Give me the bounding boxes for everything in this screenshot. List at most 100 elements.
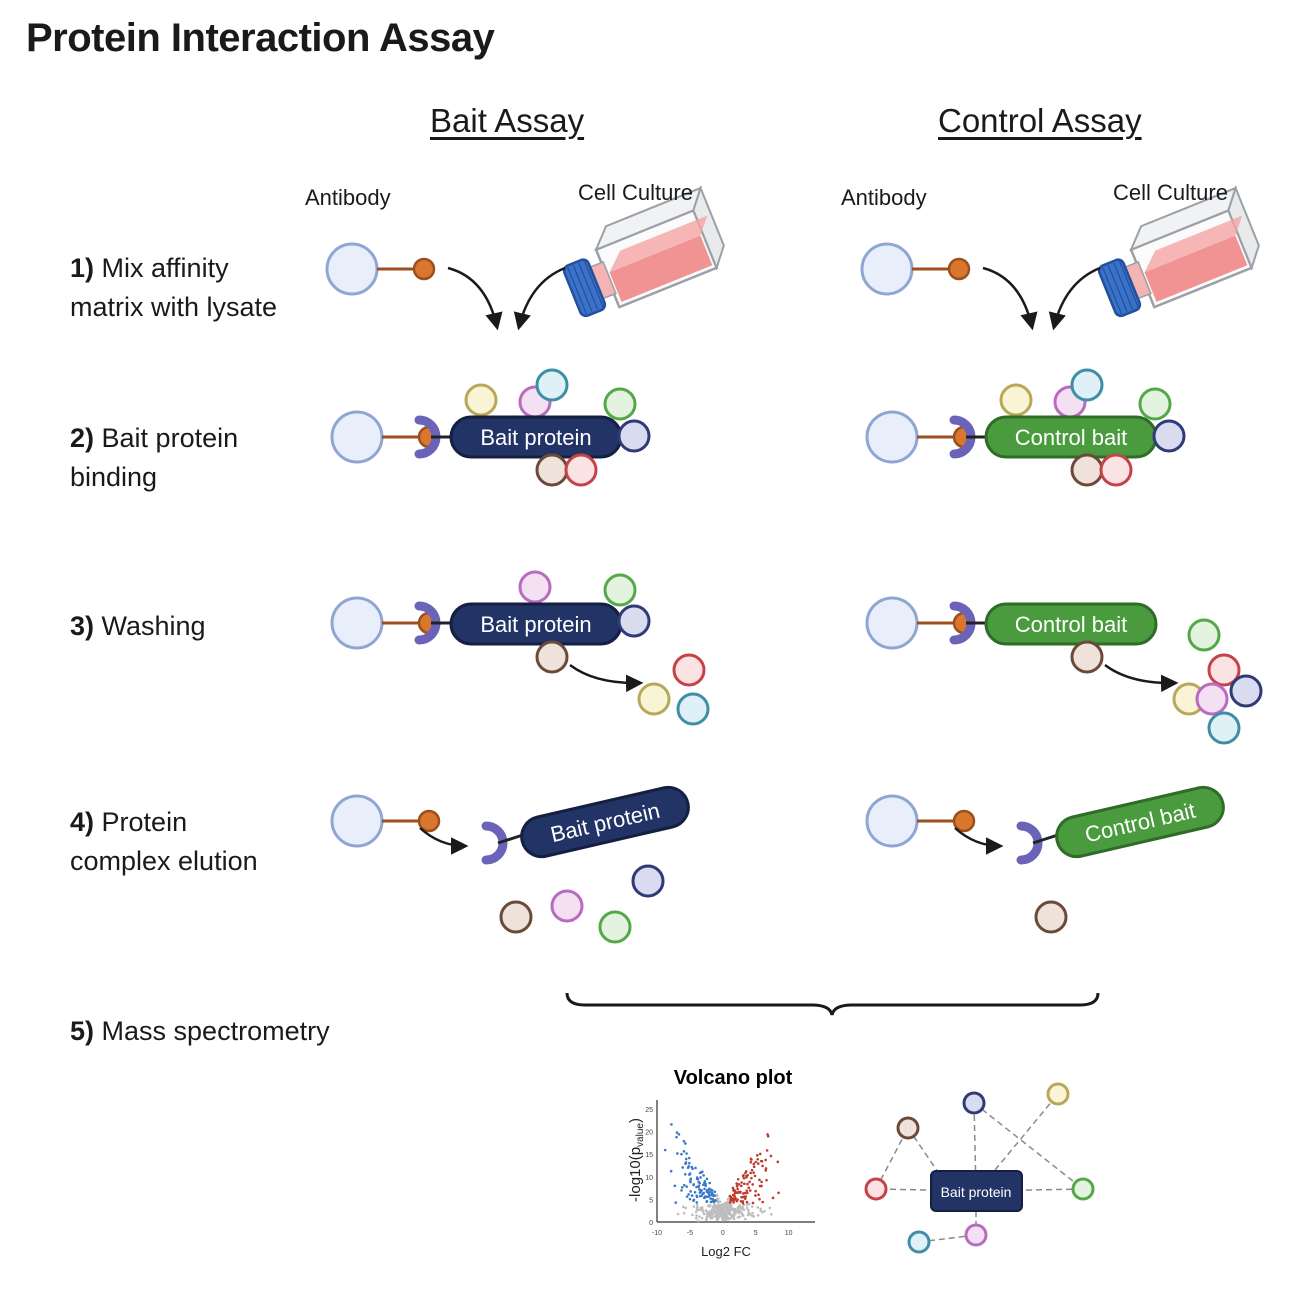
volcano-point xyxy=(714,1199,717,1202)
step-2-line2: binding xyxy=(70,462,158,492)
volcano-point xyxy=(754,1194,757,1197)
volcano-point xyxy=(721,1206,724,1210)
control-bait-protein-eluted: Control bait xyxy=(1055,785,1225,859)
volcano-point xyxy=(741,1192,745,1195)
prey-protein-red xyxy=(672,653,706,687)
volcano-point xyxy=(733,1194,736,1198)
volcano-point xyxy=(709,1213,713,1217)
network-center-node xyxy=(930,1170,1023,1212)
volcano-point xyxy=(741,1201,745,1205)
volcano-point xyxy=(682,1150,686,1153)
volcano-point xyxy=(683,1172,687,1176)
antibody-tag xyxy=(412,257,436,281)
volcano-point xyxy=(698,1208,701,1212)
prey-protein-brown xyxy=(1070,453,1104,487)
prey-protein-green xyxy=(603,387,637,421)
protein-label: Control bait xyxy=(1015,612,1128,637)
volcano-point xyxy=(708,1181,712,1185)
volcano-point xyxy=(706,1195,710,1198)
volcano-point xyxy=(695,1208,699,1212)
volcano-point xyxy=(726,1197,730,1201)
volcano-x-tick: 10 xyxy=(785,1230,793,1237)
volcano-x-label: Log2 FC xyxy=(701,1244,751,1259)
prey-protein-green xyxy=(598,910,632,944)
volcano-point xyxy=(725,1214,729,1218)
prey-protein-red xyxy=(564,453,598,487)
volcano-point xyxy=(735,1182,738,1185)
volcano-point xyxy=(684,1206,688,1210)
step-5-line1: Mass spectrometry xyxy=(101,1016,330,1046)
volcano-y-tick: 20 xyxy=(645,1130,653,1137)
volcano-point xyxy=(724,1212,728,1215)
prey-protein-green xyxy=(1138,387,1172,421)
volcano-point xyxy=(705,1199,709,1203)
volcano-point xyxy=(713,1190,717,1194)
volcano-point xyxy=(765,1178,768,1182)
volcano-point xyxy=(750,1168,754,1172)
prey-protein-navy xyxy=(1152,419,1186,453)
volcano-point xyxy=(736,1187,739,1191)
volcano-point xyxy=(765,1149,769,1152)
volcano-point xyxy=(732,1201,735,1204)
volcano-point xyxy=(702,1191,706,1195)
volcano-point xyxy=(732,1188,736,1192)
antibody-tag xyxy=(947,257,971,281)
volcano-point xyxy=(713,1210,717,1214)
elution-arrow xyxy=(419,827,469,855)
prey-protein-navy xyxy=(617,419,651,453)
volcano-point xyxy=(687,1156,691,1160)
volcano-point xyxy=(707,1204,710,1208)
volcano-point xyxy=(752,1171,755,1174)
volcano-point xyxy=(704,1182,707,1186)
volcano-point xyxy=(734,1208,737,1211)
volcano-point xyxy=(761,1200,764,1204)
volcano-point xyxy=(722,1202,725,1206)
network-center-label: Bait protein xyxy=(941,1184,1012,1200)
network-edge xyxy=(994,1093,1059,1171)
volcano-point xyxy=(764,1167,768,1170)
volcano-point xyxy=(695,1203,699,1206)
volcano-point xyxy=(688,1161,691,1165)
volcano-point xyxy=(734,1196,737,1200)
volcano-point xyxy=(753,1174,757,1178)
volcano-point xyxy=(695,1201,699,1204)
volcano-point xyxy=(747,1186,751,1190)
volcano-point xyxy=(709,1188,713,1192)
volcano-point xyxy=(748,1189,752,1192)
volcano-point xyxy=(704,1218,708,1222)
volcano-point xyxy=(739,1199,743,1203)
interaction-network: Bait protein xyxy=(864,1082,1095,1254)
volcano-point xyxy=(713,1204,716,1208)
prey-protein-brown xyxy=(1034,900,1068,934)
affinity-bead xyxy=(325,242,379,296)
bait-assay-column xyxy=(325,242,527,865)
volcano-point xyxy=(705,1210,709,1214)
volcano-point xyxy=(745,1206,749,1210)
prey-protein-navy xyxy=(962,1091,986,1115)
wash-arrow xyxy=(1104,664,1179,693)
volcano-point xyxy=(740,1181,743,1184)
volcano-point xyxy=(701,1170,704,1174)
volcano-point xyxy=(771,1196,775,1200)
volcano-point xyxy=(716,1217,720,1221)
volcano-point xyxy=(740,1195,743,1199)
volcano-point xyxy=(728,1208,732,1212)
bait-protein-eluted: Bait protein xyxy=(520,785,690,859)
volcano-point xyxy=(724,1218,728,1221)
volcano-point xyxy=(687,1193,690,1196)
volcano-point xyxy=(706,1213,709,1217)
prey-protein-red xyxy=(1207,653,1241,687)
volcano-point xyxy=(709,1197,712,1200)
volcano-point xyxy=(776,1160,780,1164)
volcano-point xyxy=(706,1189,709,1193)
volcano-point xyxy=(731,1214,734,1217)
volcano-point xyxy=(756,1162,760,1165)
volcano-y-tick: 10 xyxy=(645,1175,653,1182)
step-3-line1: Washing xyxy=(101,611,206,641)
volcano-point xyxy=(715,1194,719,1198)
volcano-point xyxy=(764,1158,767,1162)
prey-protein-navy xyxy=(1229,674,1263,708)
step-4: 4) Protein complex elution xyxy=(70,803,258,881)
affinity-bead xyxy=(865,794,919,848)
network-edge xyxy=(875,1188,977,1192)
